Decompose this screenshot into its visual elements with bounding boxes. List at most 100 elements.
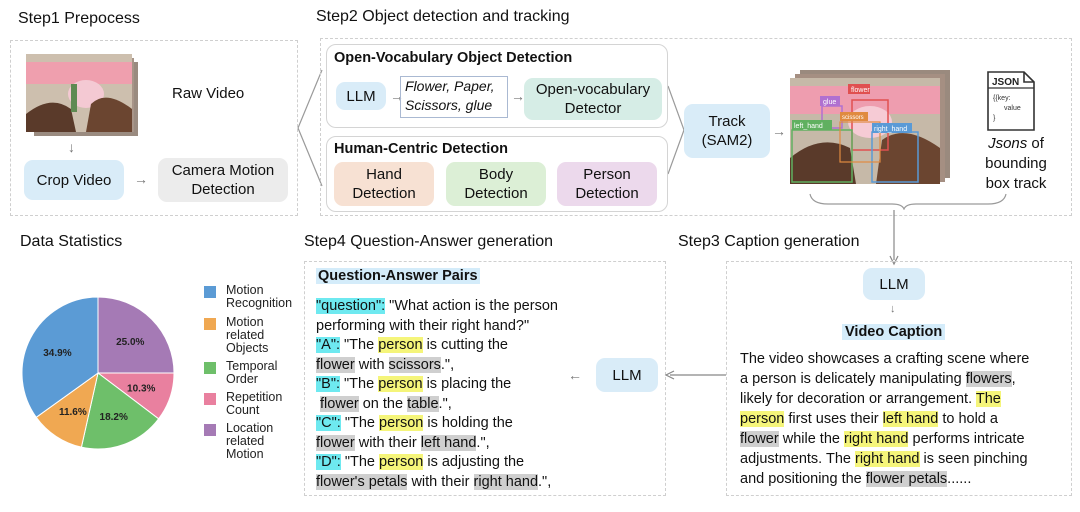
arrow-right-icon: → [772, 123, 786, 139]
json-icon-body3: } [993, 115, 996, 122]
qa-option-d: "D": "The person is adjusting the flower… [316, 454, 552, 490]
arrow-right-icon: → [511, 88, 525, 104]
step3-title: Step3 Caption generation [678, 233, 860, 250]
pie-chart: 25.0% 10.3% 18.2% 11.6% 34.9% [21, 296, 175, 450]
hand-detection-line1: Hand [366, 166, 402, 183]
llm-box-step2: LLM [336, 82, 386, 110]
pie-slice-label: 25.0% [116, 337, 144, 348]
person-detection-line1: Person [583, 166, 631, 183]
jsons-line2: bounding [985, 155, 1047, 172]
hand-detection-box: Hand Detection [334, 162, 434, 206]
crop-video-box: Crop Video [24, 160, 124, 200]
arrow-down-icon: ↓ [68, 139, 75, 155]
jsons-of: of [1027, 135, 1044, 152]
step1-to-step2-connector [297, 69, 323, 187]
json-icon-label: JSON [992, 77, 1019, 88]
video-caption-text: The video showcases a crafting scene whe… [740, 351, 1030, 487]
json-file-icon: JSON {{key: value } [984, 70, 1038, 132]
step4-region [304, 261, 666, 496]
panels-to-track-connector [668, 85, 685, 175]
pie-slices [21, 296, 175, 450]
qa-option-c: "C": "The person is holding the flower w… [316, 415, 513, 451]
jsons-caption: Jsons of bounding box track [972, 134, 1060, 194]
pie-slice-label: 18.2% [100, 412, 128, 423]
box-label-right-hand: right_hand [874, 126, 907, 133]
pie-slice-label: 10.3% [127, 383, 155, 394]
open-vocabulary-detector-box: Open-vocabulary Detector [524, 78, 662, 120]
question-key: "question": [316, 298, 386, 314]
legend-swatch [204, 393, 216, 405]
data-statistics-title: Data Statistics [20, 233, 123, 250]
camera-motion-label-line2: Detection [191, 181, 255, 198]
json-icon-body1: {{key: [993, 95, 1011, 102]
body-detection-box: Body Detection [446, 162, 546, 206]
hcd-title: Human-Centric Detection [334, 141, 509, 157]
qa-title: Question-Answer Pairs [316, 268, 480, 284]
qa-option-a: "A": "The person is cutting the flower w… [316, 337, 508, 373]
crafting-video-frame [26, 54, 132, 132]
ov-detector-line2: Detector [564, 100, 622, 117]
pie-labels: 25.0% 10.3% 18.2% 11.6% 34.9% [43, 337, 155, 423]
step4-title: Step4 Question-Answer generation [304, 233, 554, 250]
ov-detector-line1: Open-vocabulary [535, 81, 651, 98]
llm-label-step3: LLM [879, 275, 909, 293]
step2-to-step3-arrow [889, 210, 899, 266]
camera-motion-detection-box: Camera Motion Detection [158, 158, 288, 202]
track-sam2-box: Track (SAM2) [684, 104, 770, 158]
pie-slice-label: 34.9% [43, 348, 71, 359]
object-list-box: Flower, Paper, Scissors, glue [400, 76, 508, 118]
arrow-right-icon: → [134, 171, 148, 187]
person-detection-line2: Detection [575, 185, 639, 202]
ovod-title: Open-Vocabulary Object Detection [334, 50, 573, 66]
raw-video-label: Raw Video [172, 85, 245, 102]
body-detection-line2: Detection [464, 185, 528, 202]
legend-swatch [204, 424, 216, 436]
jsons-word: Jsons [988, 135, 1028, 152]
arrow-down-icon: ↓ [890, 303, 896, 315]
json-icon-body2: value [1004, 105, 1021, 112]
video-caption-title: Video Caption [842, 324, 946, 340]
legend-swatch [204, 318, 216, 330]
object-list-line2: Scissors, glue [405, 97, 493, 113]
step2-region [320, 38, 1072, 216]
step1-region [10, 40, 298, 216]
crop-video-label: Crop Video [36, 171, 112, 189]
llm-box-step4: LLM [596, 358, 658, 392]
qa-option-b: "B": "The person is placing the flower o… [316, 376, 512, 412]
box-label-scissors: scissors [842, 115, 864, 121]
step3-region [726, 261, 1072, 496]
object-list-line1: Flower, Paper, [405, 78, 495, 94]
llm-box-step3: LLM [863, 268, 925, 300]
box-label-left-hand: left_hand [794, 123, 823, 130]
body-detection-line1: Body [478, 166, 514, 183]
pie-slice [97, 296, 175, 374]
llm-label-step2: LLM [346, 87, 376, 105]
pie-slice-label: 11.6% [59, 407, 87, 418]
track-label-line1: Track [708, 113, 746, 130]
camera-motion-label-line1: Camera Motion [171, 162, 275, 179]
hand-detection-line2: Detection [352, 185, 416, 202]
group-brace [809, 193, 1007, 210]
track-label-line2: (SAM2) [701, 132, 753, 149]
llm-label-step4: LLM [612, 366, 642, 384]
step1-title: Step1 Prepocess [18, 10, 140, 27]
box-label-flower: flower [851, 87, 870, 94]
person-detection-box: Person Detection [557, 162, 657, 206]
legend-swatch [204, 362, 216, 374]
jsons-line3: box track [985, 175, 1047, 192]
legend-swatch [204, 286, 216, 298]
pie-slice [21, 296, 99, 418]
pie-slice [80, 372, 160, 450]
arrow-left-icon: ← [568, 367, 582, 383]
step2-title: Step2 Object detection and tracking [316, 8, 570, 25]
step3-to-step4-arrow [664, 370, 726, 380]
